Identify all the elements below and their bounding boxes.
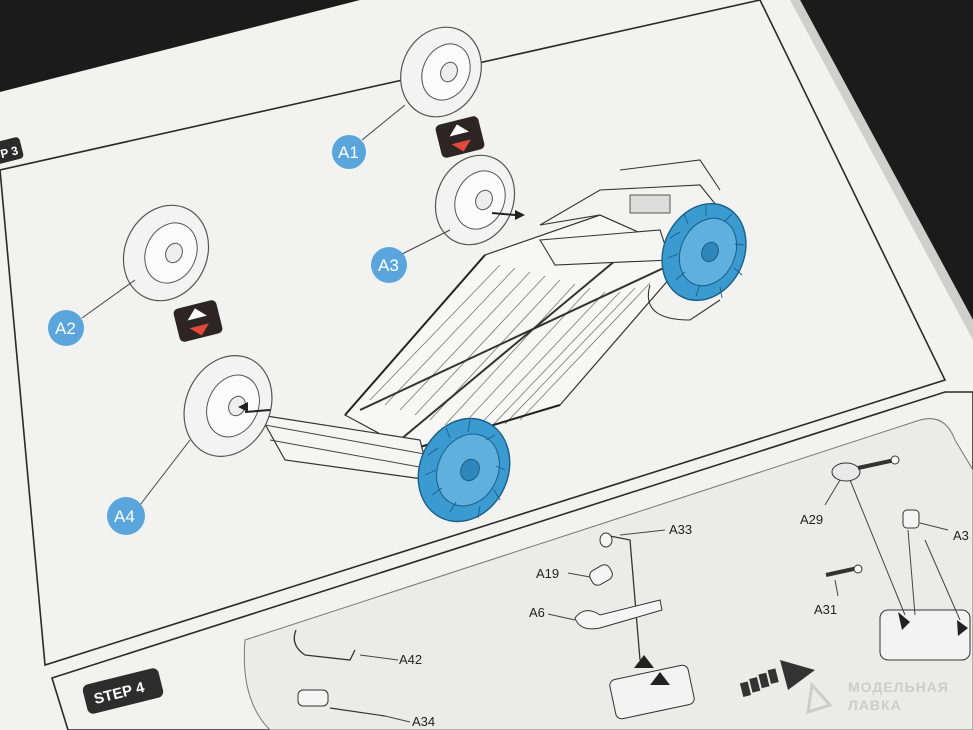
wheel-a2 <box>122 204 210 302</box>
front-right-wheel <box>417 417 511 523</box>
part-a6-label: A6 <box>529 605 545 620</box>
callout-a2-label: A2 <box>55 319 76 338</box>
up-down-arrow-icon <box>435 116 485 158</box>
leader-a3 <box>401 229 451 255</box>
step4-parts <box>293 455 971 723</box>
callout-a4-label: A4 <box>114 507 135 526</box>
part-a3x-label: A3 <box>953 528 969 543</box>
callout-a1-label: A1 <box>338 143 359 162</box>
right-arrow-icon <box>739 660 815 697</box>
step3-label: P 3 <box>0 143 20 161</box>
callout-a1: A1 <box>332 135 366 169</box>
part-a42-label: A42 <box>399 652 422 667</box>
part-a34-label: A34 <box>412 714 435 729</box>
step3-frame <box>0 0 947 667</box>
callout-a4: A4 <box>107 497 145 535</box>
leader-a4 <box>139 439 191 506</box>
up-down-arrow-icon <box>173 300 223 342</box>
step3-badge: P 3 <box>0 137 24 165</box>
wheel-a3 <box>434 154 525 246</box>
part-a33-label: A33 <box>669 522 692 537</box>
leader-a2 <box>81 279 136 319</box>
callout-a3: A3 <box>371 247 407 283</box>
watermark-line1: МОДЕЛЬНАЯ <box>848 679 949 695</box>
part-a29-label: A29 <box>800 512 823 527</box>
leader-a1 <box>361 104 406 141</box>
wheel-a4 <box>183 355 273 457</box>
watermark-logo <box>806 681 833 715</box>
step4-frame <box>51 391 973 730</box>
paper-edge <box>790 0 973 340</box>
part-a31-label: A31 <box>814 602 837 617</box>
wheel-a1 <box>400 26 482 118</box>
part-a19-label: A19 <box>536 566 559 581</box>
step4-badge: STEP 4 <box>82 668 164 714</box>
rear-right-wheel <box>661 202 747 302</box>
watermark-line2: ЛАВКА <box>848 697 902 713</box>
callout-a3-label: A3 <box>378 256 399 275</box>
callout-a2: A2 <box>48 310 84 346</box>
watermark: МОДЕЛЬНАЯ ЛАВКА <box>806 679 949 715</box>
